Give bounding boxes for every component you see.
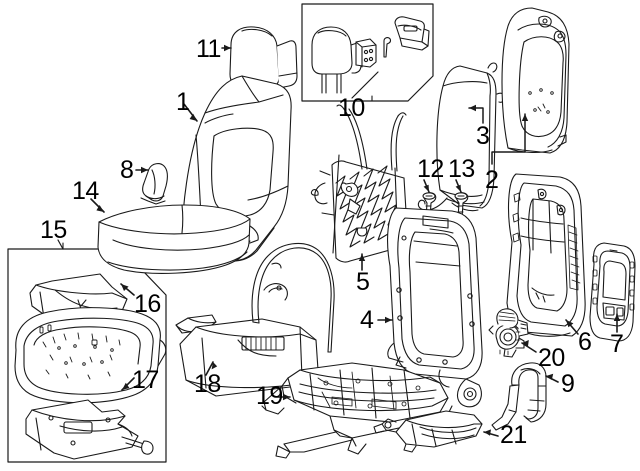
- seat-back-trim-panel-part: [506, 173, 586, 337]
- callout-label-1: 1: [176, 88, 190, 116]
- callout-label-3: 3: [476, 122, 490, 150]
- callout-label-14: 14: [72, 177, 99, 205]
- callout-label-18: 18: [194, 370, 221, 398]
- seat-cushion-cover-part: [97, 204, 259, 274]
- seat-track-assembly-part: [261, 362, 453, 459]
- seat-back-frame-part: [387, 207, 483, 408]
- recliner-motor-part: [488, 308, 529, 358]
- seat-cushion-pad-part: [14, 307, 167, 404]
- callout-label-12: 12: [417, 155, 444, 183]
- seat-adjust-lever-part: [491, 362, 547, 431]
- callout-label-10: 10: [338, 94, 365, 122]
- seat-back-panel-assembly-part: [501, 7, 570, 154]
- callout-label-16: 16: [134, 290, 161, 318]
- recliner-handle-cover-part: [140, 163, 168, 205]
- callout-leaders: [57, 44, 621, 437]
- callout-label-19: 19: [256, 382, 283, 410]
- callout-label-21: 21: [500, 421, 527, 449]
- seat-back-side-bolster-part: [417, 62, 506, 212]
- callout-label-9: 9: [561, 370, 575, 398]
- callout-label-7: 7: [610, 330, 624, 358]
- callout-label-13: 13: [448, 155, 475, 183]
- callout-label-4: 4: [360, 306, 374, 334]
- cushion-lower-pan-part: [25, 399, 154, 460]
- callout-label-20: 20: [538, 344, 565, 372]
- seat-back-finish-bezel-part: [589, 242, 636, 342]
- headrest-inset-contents: [311, 16, 430, 94]
- head-restraint-part: [229, 26, 298, 90]
- callout-label-15: 15: [40, 216, 67, 244]
- seat-control-switch-part: [373, 410, 483, 453]
- callout-label-5: 5: [356, 268, 370, 296]
- callout-label-11: 11: [196, 35, 221, 63]
- callout-label-17: 17: [132, 366, 159, 394]
- callout-label-8: 8: [120, 156, 134, 184]
- callout-label-6: 6: [578, 328, 592, 356]
- callout-label-2: 2: [485, 166, 499, 194]
